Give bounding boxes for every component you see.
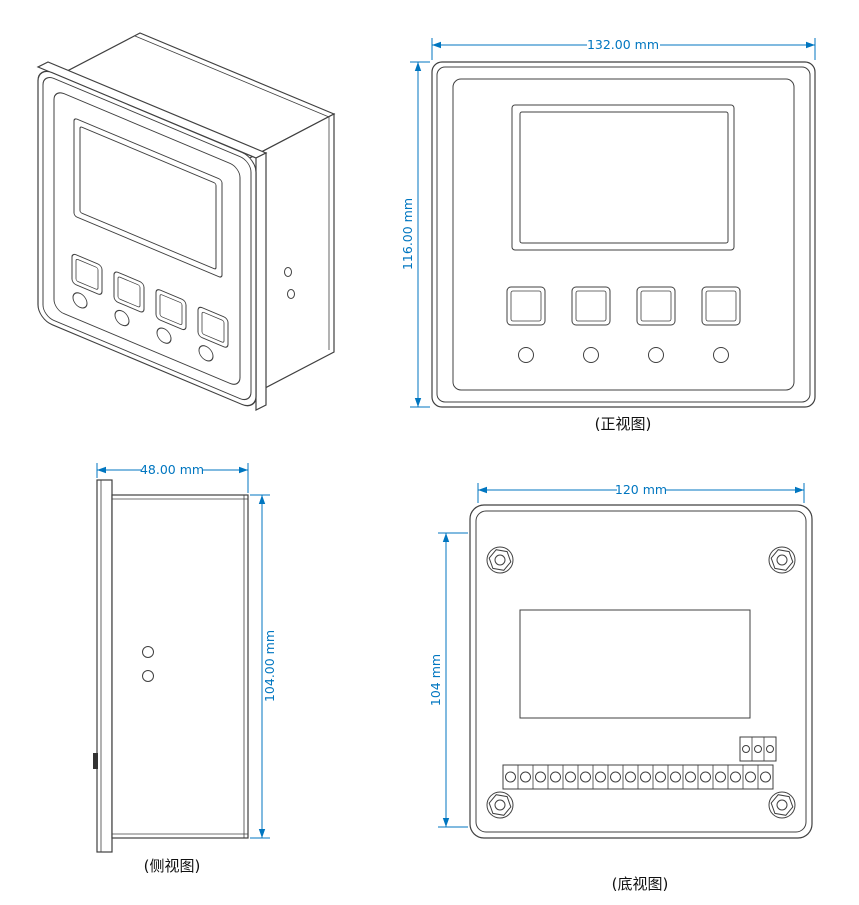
bottom-view-caption: (底视图) xyxy=(612,875,669,893)
display-frame xyxy=(73,118,223,278)
connector-outline xyxy=(739,736,777,762)
side-hole xyxy=(287,289,295,299)
button-inner xyxy=(201,311,225,343)
mounting-clip xyxy=(93,753,98,769)
led-indicator xyxy=(583,347,599,363)
panel-bezel-outline xyxy=(37,70,257,407)
side-height-label: 104.00 mm xyxy=(262,630,277,702)
front-panel-3d xyxy=(37,70,257,407)
side-outline xyxy=(93,479,249,853)
isometric-view xyxy=(36,32,336,411)
display-frame xyxy=(511,104,735,251)
arrowhead xyxy=(414,398,422,407)
front-buttons xyxy=(506,286,741,326)
aux-connector xyxy=(739,736,777,762)
front-flange-thickness xyxy=(36,61,268,411)
arrowhead xyxy=(432,41,441,49)
height-dimension: 104.00 mm xyxy=(250,494,277,839)
arrowhead xyxy=(806,41,815,49)
led-indicator xyxy=(648,347,664,363)
side-hole xyxy=(284,267,292,277)
button-inner xyxy=(159,294,183,326)
front-bezel-outline xyxy=(431,61,816,408)
device-body xyxy=(111,494,249,839)
terminal-block xyxy=(502,764,774,790)
arrowhead xyxy=(258,495,266,504)
button-inner xyxy=(640,290,672,322)
button xyxy=(155,289,187,331)
front-height-label: 116.00 mm xyxy=(400,198,415,270)
button xyxy=(636,286,676,326)
display-screen xyxy=(79,126,217,270)
bottom-height-label: 104 mm xyxy=(428,654,443,706)
button xyxy=(113,271,145,313)
bottom-outline xyxy=(469,504,813,839)
front-bezel-inner-line xyxy=(436,66,811,403)
front-leds xyxy=(518,347,729,363)
button-inner xyxy=(117,276,141,308)
terminal-dividers xyxy=(517,765,759,789)
led-indicator xyxy=(713,347,729,363)
arrowhead xyxy=(97,466,106,474)
width-dimension: 120 mm xyxy=(477,482,805,503)
front-outline xyxy=(431,61,816,408)
front-face-outline xyxy=(452,78,795,391)
arrowhead xyxy=(258,829,266,838)
front-view: 132.00 mm 116.00 mm (正视图) xyxy=(400,37,816,433)
side-vent-holes xyxy=(284,267,295,299)
led-indicator xyxy=(156,327,172,344)
arrowhead xyxy=(239,466,248,474)
flange-edge-right xyxy=(255,152,267,411)
panel-bezel-inner-line xyxy=(42,77,252,401)
button xyxy=(506,286,546,326)
button-inner xyxy=(75,258,99,290)
led-indicator xyxy=(72,292,88,309)
side-width-label: 48.00 mm xyxy=(140,462,204,477)
arrowhead xyxy=(478,486,487,494)
connector-dividers xyxy=(751,737,765,761)
rear-cover-seam-top xyxy=(134,35,330,118)
arrowhead xyxy=(442,533,450,542)
bottom-width-label: 120 mm xyxy=(615,482,667,497)
button xyxy=(197,306,229,348)
panel-flange xyxy=(96,479,113,853)
front-view-caption: (正视图) xyxy=(595,415,652,433)
led-indicator xyxy=(518,347,534,363)
side-view: 48.00 mm 104.00 mm (侧视图) xyxy=(93,462,277,875)
arrowhead xyxy=(795,486,804,494)
side-hole xyxy=(142,670,154,682)
front-display xyxy=(511,104,735,251)
arrowhead xyxy=(414,62,422,71)
rear-cover-outline xyxy=(469,504,813,839)
bottom-view: 120 mm 104 mm (底视图) xyxy=(428,482,813,893)
display-screen xyxy=(519,111,729,244)
led-indicator xyxy=(114,309,130,327)
led-indicator xyxy=(198,345,214,362)
side-view-caption: (侧视图) xyxy=(144,857,201,875)
button xyxy=(71,253,103,295)
side-hole xyxy=(142,646,154,658)
button-inner xyxy=(705,290,737,322)
panel-face-outline xyxy=(53,92,241,385)
front-width-label: 132.00 mm xyxy=(587,37,659,52)
button xyxy=(701,286,741,326)
rear-recess xyxy=(519,609,751,719)
button-inner xyxy=(575,290,607,322)
side-holes xyxy=(142,646,154,682)
led-row xyxy=(72,292,214,362)
height-dimension: 104 mm xyxy=(428,532,468,828)
button-row xyxy=(71,253,229,348)
rear-cover-inner-line xyxy=(475,510,807,833)
button-inner xyxy=(510,290,542,322)
height-dimension: 116.00 mm xyxy=(400,61,430,408)
depth-dimension: 48.00 mm xyxy=(96,462,249,493)
arrowhead xyxy=(442,818,450,827)
button xyxy=(571,286,611,326)
width-dimension: 132.00 mm xyxy=(431,37,816,60)
